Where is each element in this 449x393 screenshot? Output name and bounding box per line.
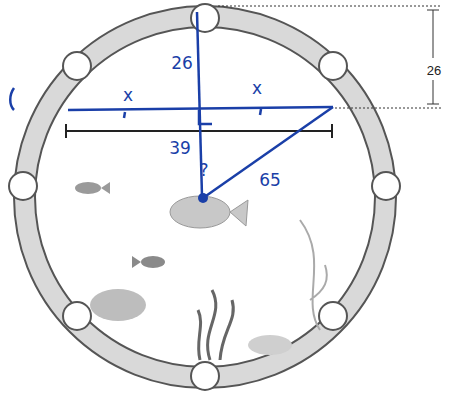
- half-chord: x: [123, 87, 133, 104]
- segment-length: 26: [171, 55, 193, 72]
- unknown-distance: ?: [199, 162, 208, 179]
- radius-value: 65: [259, 172, 281, 189]
- handwritten-construction: [10, 12, 333, 198]
- aquarium-scene: [75, 182, 327, 360]
- half-chord-value: 39: [169, 140, 191, 157]
- dimension-26: [218, 6, 442, 108]
- inner-window: [35, 27, 375, 367]
- bolts: [9, 4, 400, 390]
- dimension-value: 26: [426, 63, 442, 78]
- outer-ring: [14, 6, 396, 388]
- center-dot: [198, 193, 208, 203]
- half-chord: x: [252, 80, 262, 97]
